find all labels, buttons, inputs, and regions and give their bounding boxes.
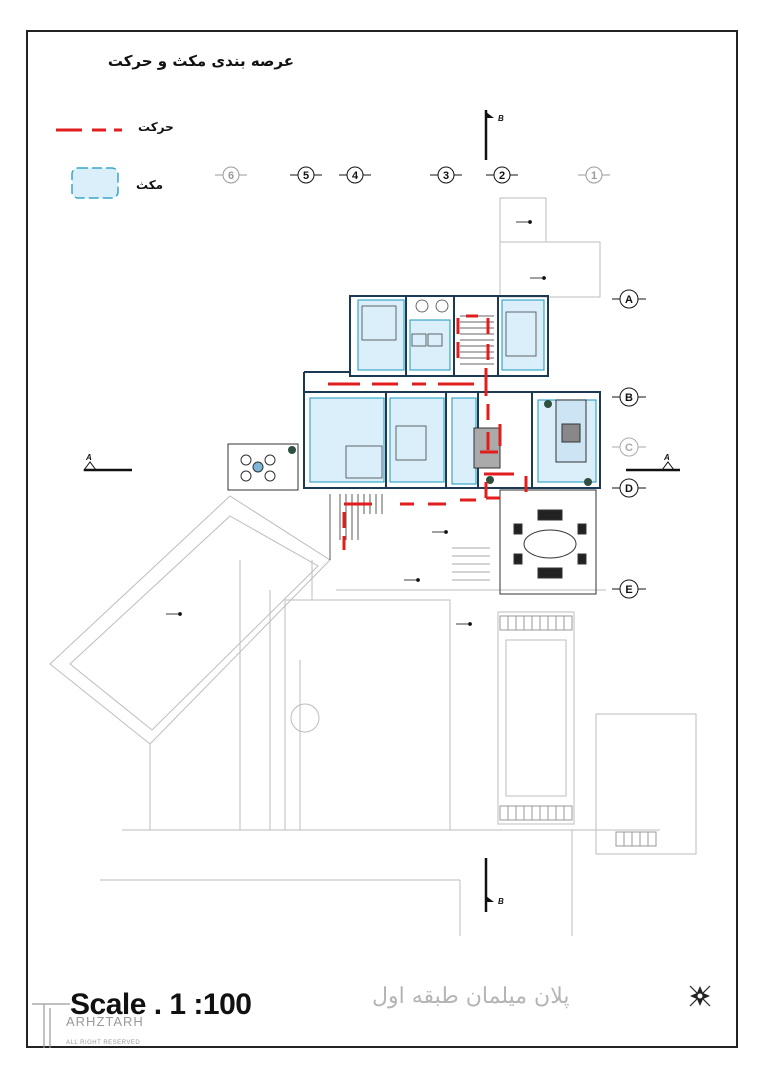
grid-marker-3: 3 — [430, 166, 462, 184]
grid-label-E: E — [625, 584, 632, 596]
grid-marker-5: 5 — [290, 166, 322, 184]
grid-label-2: 2 — [499, 170, 505, 182]
grid-label-D: D — [625, 483, 633, 495]
grid-marker-C: C — [612, 437, 646, 457]
grid-label-5: 5 — [303, 170, 309, 182]
movement-path — [328, 314, 528, 550]
column-grid-markers: 6 5 4 3 2 1 — [215, 166, 610, 184]
brand-subtitle: ALL RIGHT RESERVED — [66, 1040, 141, 1046]
brand-name: ARHZTARH — [66, 1014, 144, 1029]
grid-marker-4: 4 — [339, 166, 371, 184]
level-markers — [166, 220, 546, 626]
plants — [288, 400, 592, 486]
north-arrow-icon — [689, 985, 711, 1007]
grid-marker-D: D — [612, 478, 646, 498]
grid-marker-1: 1 — [578, 166, 610, 184]
brand-logo-icon — [32, 1003, 70, 1048]
grid-marker-E: E — [612, 579, 646, 599]
section-label-left: A — [85, 453, 92, 462]
section-label-top: B — [498, 114, 504, 123]
section-label-bottom: B — [498, 897, 504, 906]
section-cut-right: A — [626, 453, 680, 472]
grid-marker-A: A — [612, 289, 646, 309]
section-cut-left: A — [83, 453, 132, 472]
legend-pause-label: مکث — [136, 178, 164, 192]
grid-label-1: 1 — [591, 170, 597, 182]
row-grid-markers: A B C D E — [612, 289, 646, 599]
legend-pause-symbol — [71, 167, 119, 199]
scale-label: Scale . 1 :100 — [70, 988, 252, 1021]
grid-label-A: A — [625, 294, 633, 306]
grid-label-4: 4 — [352, 170, 359, 182]
grid-label-3: 3 — [443, 170, 449, 182]
grid-marker-6: 6 — [215, 166, 247, 184]
grid-marker-B: B — [612, 387, 646, 407]
section-cut-bottom: B — [484, 858, 504, 912]
building-walls — [303, 295, 601, 489]
pause-zones — [309, 299, 597, 485]
drawing-title: عرصه بندی مکث و حرکت — [107, 52, 294, 70]
section-label-right: A — [663, 453, 670, 462]
grid-label-6: 6 — [228, 170, 234, 182]
section-cut-top: B — [484, 110, 504, 160]
grid-marker-2: 2 — [486, 166, 518, 184]
grid-label-B: B — [625, 392, 633, 404]
furniture — [345, 299, 537, 479]
plan-title: پلان میلمان طبقه اول — [372, 984, 570, 1009]
drawing-sheet — [26, 30, 738, 1048]
legend-movement-label: حرکت — [138, 120, 174, 134]
terrace — [227, 399, 597, 595]
grid-label-C: C — [625, 442, 633, 454]
